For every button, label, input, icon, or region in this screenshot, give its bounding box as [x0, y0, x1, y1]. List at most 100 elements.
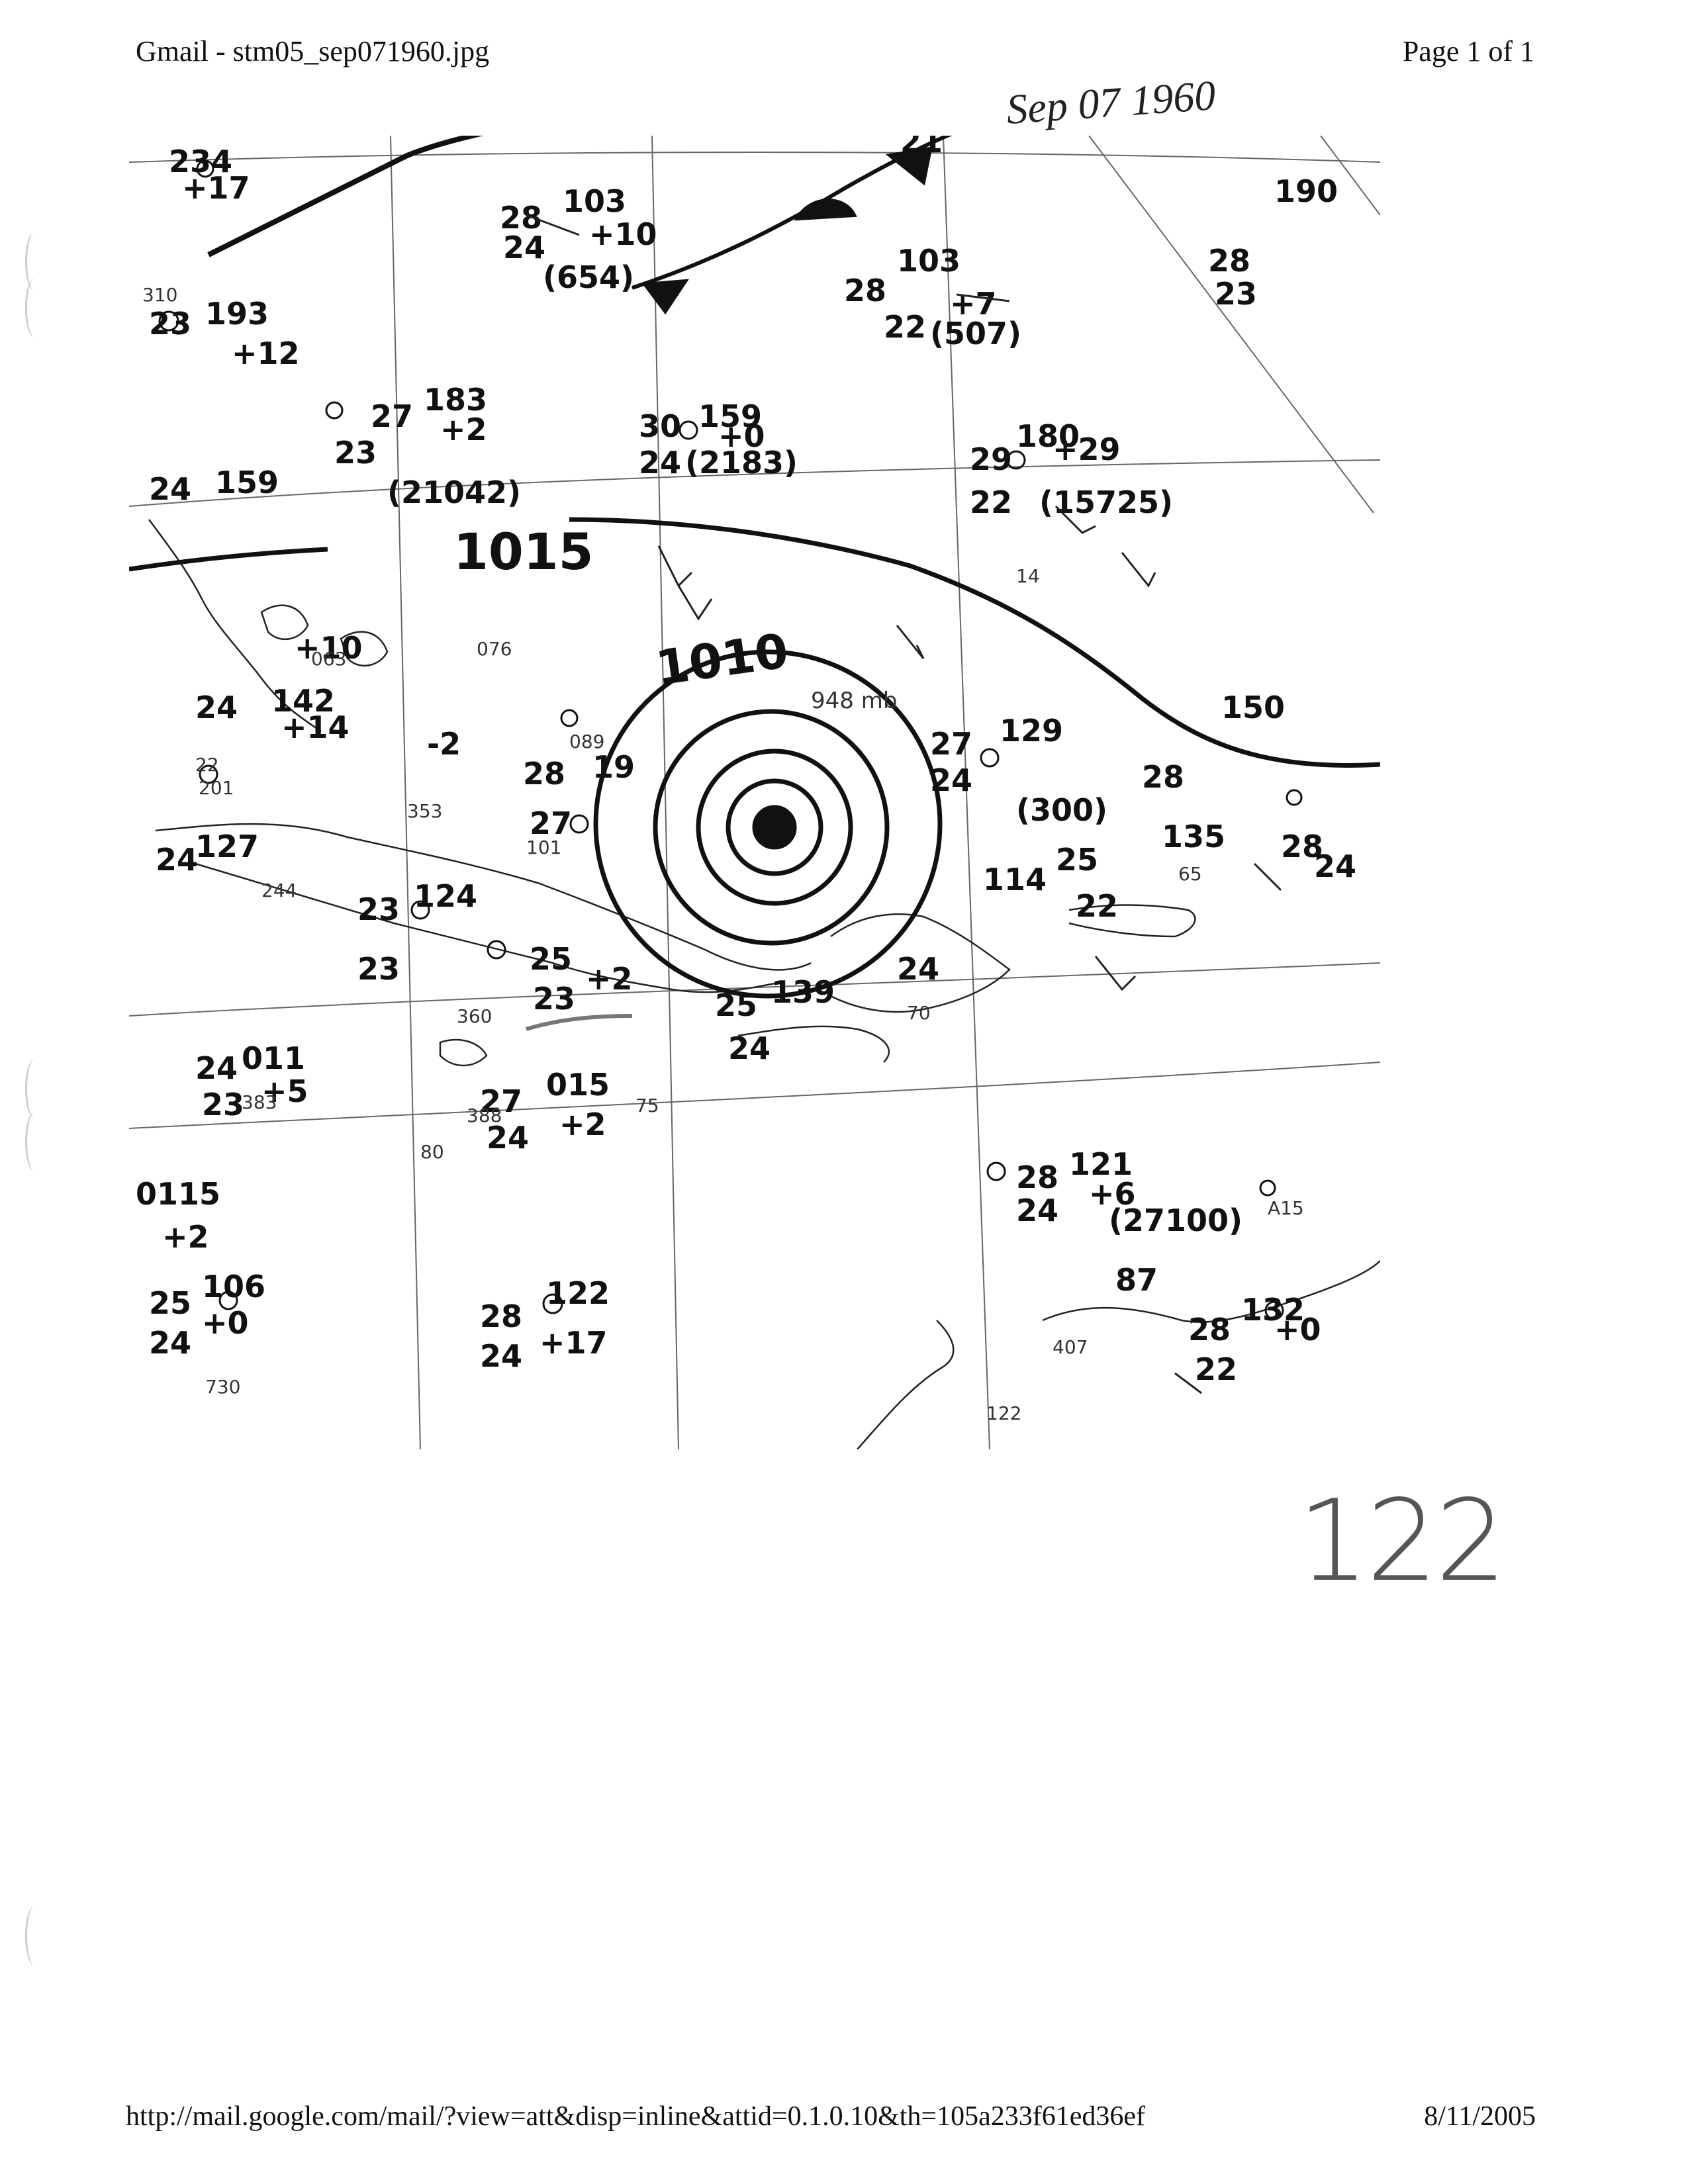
- station-label: (654): [543, 259, 634, 295]
- station-label: 159: [215, 465, 279, 500]
- station-label: 124: [414, 878, 477, 914]
- station-label: +0: [202, 1305, 249, 1341]
- station-label: 22: [1076, 888, 1118, 924]
- station-marker: [1264, 1300, 1284, 1320]
- station-number: 101: [526, 837, 561, 858]
- station-label: 25: [1056, 842, 1098, 878]
- station-label: 22: [1195, 1351, 1237, 1387]
- station-marker: [980, 748, 1000, 768]
- grid-line: [943, 136, 990, 1449]
- station-number: 076: [477, 638, 512, 660]
- station-label: +10: [295, 630, 363, 666]
- station-number: 244: [261, 880, 297, 901]
- station-label: 150: [1221, 690, 1285, 725]
- island: [439, 1038, 488, 1067]
- station-marker: [679, 420, 698, 440]
- wind-barb: [657, 545, 693, 588]
- station-marker: [986, 1161, 1006, 1181]
- station-label: 23: [1215, 276, 1257, 312]
- weather-map: 1015 1010 948 mb 23 193 +12 28 103: [129, 136, 1380, 1449]
- graticule: [129, 136, 1380, 1449]
- station-label: 28: [1142, 759, 1184, 795]
- print-footer-date: 8/11/2005: [1424, 2101, 1536, 2132]
- station-label: 24: [156, 842, 198, 878]
- print-footer-url: http://mail.google.com/mail/?view=att&di…: [126, 2101, 1145, 2132]
- station-label: 27: [530, 805, 572, 841]
- station-label: 24: [728, 1030, 771, 1066]
- island: [340, 631, 389, 667]
- station-label: 011: [242, 1040, 305, 1076]
- binder-hole: [25, 232, 44, 291]
- station-label: +14: [281, 709, 350, 745]
- front-line: [632, 136, 953, 290]
- print-header-title: Gmail - stm05_sep071960.jpg: [136, 35, 490, 68]
- station-label: (21042): [387, 475, 521, 510]
- station-label: 139: [771, 974, 835, 1010]
- wind-barbs: [526, 214, 1282, 1394]
- isobar-label-1010: 1010: [653, 623, 792, 696]
- station-label: 21: [900, 136, 943, 159]
- station-marker: [410, 900, 430, 920]
- binder-hole: [25, 1906, 44, 1966]
- binder-hole: [25, 278, 44, 338]
- station-number: 65: [1178, 863, 1202, 885]
- hurricane-eye: [752, 805, 797, 850]
- cuba-coast-north: [155, 823, 812, 971]
- station-label: 23: [357, 951, 400, 987]
- isobar-ring: [653, 709, 890, 946]
- wind-barb: [526, 214, 580, 236]
- station-number: 80: [420, 1141, 444, 1163]
- station-label: +6: [1089, 1176, 1136, 1212]
- print-header-page: Page 1 of 1: [1402, 35, 1534, 68]
- station-label: 29: [970, 441, 1012, 477]
- handwritten-date: Sep 07 1960: [1004, 71, 1217, 133]
- wind-barb: [1253, 862, 1282, 891]
- station-label: (300): [1016, 792, 1107, 828]
- station-label: 24: [503, 230, 545, 265]
- grid-line: [390, 136, 421, 1449]
- station-label: 180: [1016, 418, 1080, 454]
- wind-barb: [896, 625, 925, 659]
- station-label: 103: [897, 243, 961, 279]
- isobar-label-1015: 1015: [453, 522, 594, 581]
- grid-line: [129, 1062, 1380, 1129]
- cold-front: [207, 136, 484, 257]
- station-marker: [487, 940, 506, 960]
- station-marker: [199, 764, 218, 784]
- station-label: (2183): [685, 445, 798, 480]
- station-label: 135: [1162, 819, 1225, 854]
- station-label: 24: [639, 445, 681, 480]
- center-pressure-label: 948 mb: [811, 688, 897, 714]
- station-marker: [569, 814, 589, 834]
- station-label: 23: [149, 306, 191, 341]
- wind-barb: [1094, 956, 1137, 991]
- panama-coast: [857, 1320, 955, 1449]
- station-label: +2: [586, 961, 633, 997]
- cuba-coast-south: [195, 862, 778, 993]
- station-marker: [560, 709, 579, 727]
- station-marker: [1006, 450, 1026, 470]
- station-label: 23: [357, 891, 400, 927]
- stationary-front: [632, 136, 953, 315]
- station-number: 122: [986, 1402, 1021, 1424]
- isobar-ring: [696, 749, 853, 906]
- station-label: 121: [1069, 1146, 1133, 1182]
- station-marker: [1286, 789, 1303, 806]
- binder-hole: [25, 1112, 44, 1171]
- grid-line: [1088, 136, 1374, 514]
- isobar-line: [129, 547, 328, 572]
- station-label: 28: [1208, 243, 1250, 279]
- station-label: (27100): [1109, 1203, 1243, 1238]
- hurricane-isobars: [593, 649, 943, 999]
- station-label: +0: [1274, 1312, 1321, 1347]
- station-label: 28: [1281, 829, 1323, 864]
- station-marker: [325, 401, 344, 420]
- station-label: +2: [440, 412, 487, 447]
- station-number: 407: [1053, 1336, 1088, 1358]
- front-triangle: [641, 279, 689, 315]
- station-label: 24: [149, 471, 191, 507]
- station-label: (507): [930, 316, 1021, 351]
- station-number: 360: [457, 1005, 492, 1027]
- station-label: 24: [149, 1325, 191, 1361]
- station-label: 28: [1016, 1160, 1058, 1195]
